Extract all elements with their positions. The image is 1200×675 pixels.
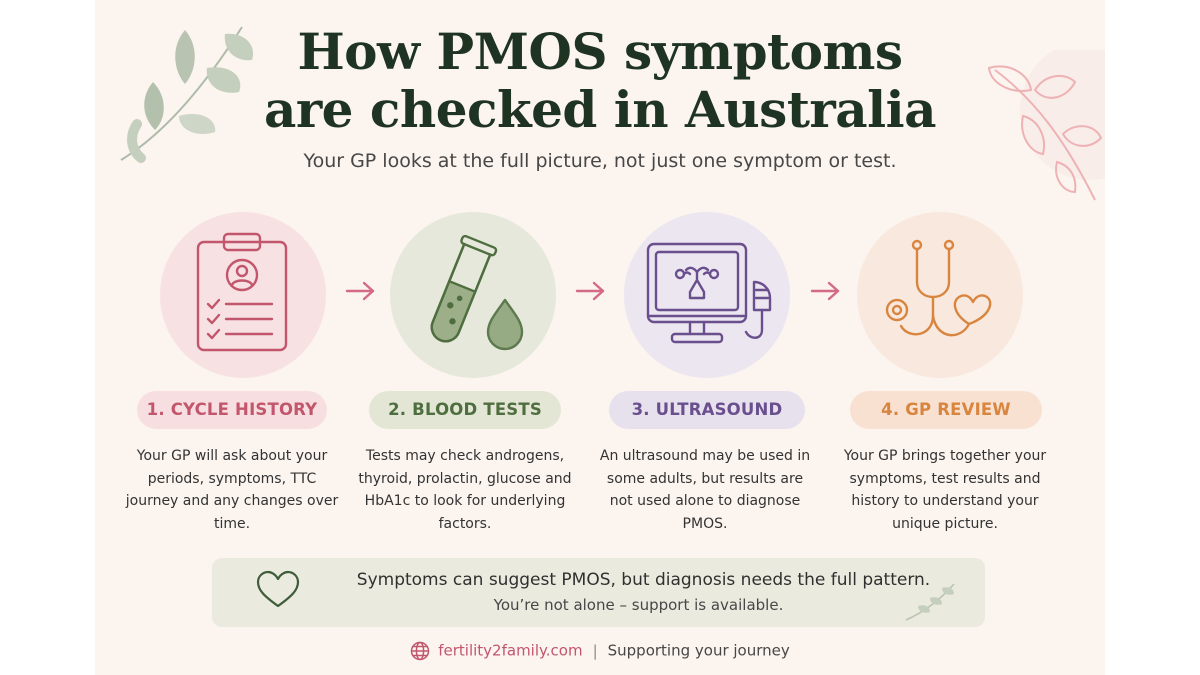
callout-box: Symptoms can suggest PMOS, but diagnosis… xyxy=(212,558,985,627)
leaf-sprig-icon xyxy=(905,583,955,621)
page-subtitle: Your GP looks at the full picture, not j… xyxy=(303,150,897,172)
footer-site-link[interactable]: fertility2family.com xyxy=(438,641,583,660)
arrow-right-icon xyxy=(345,281,375,301)
step-3-circle xyxy=(624,212,790,378)
page-title: How PMOS symptoms xyxy=(297,22,903,81)
step-1-circle xyxy=(160,212,326,378)
step-4-circle xyxy=(857,212,1023,378)
step-1-label: 1. CYCLE HISTORY xyxy=(137,391,327,429)
footer: fertility2family.com | Supporting your jou… xyxy=(95,641,1105,661)
globe-icon xyxy=(410,641,430,661)
footer-tagline: Supporting your journey xyxy=(607,641,790,660)
arrow-right-icon xyxy=(575,281,605,301)
test-tube-icon xyxy=(430,234,524,351)
clipboard-icon xyxy=(196,232,288,352)
arrow-right-icon xyxy=(810,281,840,301)
step-2-circle xyxy=(390,212,556,378)
leaf-branch-icon xyxy=(120,26,254,163)
step-2-description: Tests may check androgens, thyroid, prol… xyxy=(358,448,572,532)
page-title-line-2: are checked in Australia xyxy=(263,80,937,139)
step-2-label: 2. BLOOD TESTS xyxy=(369,391,561,429)
callout-sub-text: You’re not alone – support is available. xyxy=(493,596,784,614)
step-4-label: 4. GP REVIEW xyxy=(850,391,1042,429)
infographic: How PMOS symptoms are checked in Austral… xyxy=(95,0,1105,675)
step-4-description: Your GP brings together your symptoms, t… xyxy=(843,448,1047,532)
step-1-description: Your GP will ask about your periods, sym… xyxy=(125,448,339,532)
heart-icon xyxy=(256,570,300,608)
leaf-branch-icon xyxy=(987,50,1105,201)
ultrasound-monitor-icon xyxy=(646,242,772,344)
step-3-description: An ultrasound may be used in some adults… xyxy=(599,448,811,532)
footer-separator: | xyxy=(592,641,598,660)
callout-main-text: Symptoms can suggest PMOS, but diagnosis… xyxy=(356,570,931,590)
step-3-label: 3. ULTRASOUND xyxy=(609,391,805,429)
stethoscope-icon xyxy=(885,239,992,337)
